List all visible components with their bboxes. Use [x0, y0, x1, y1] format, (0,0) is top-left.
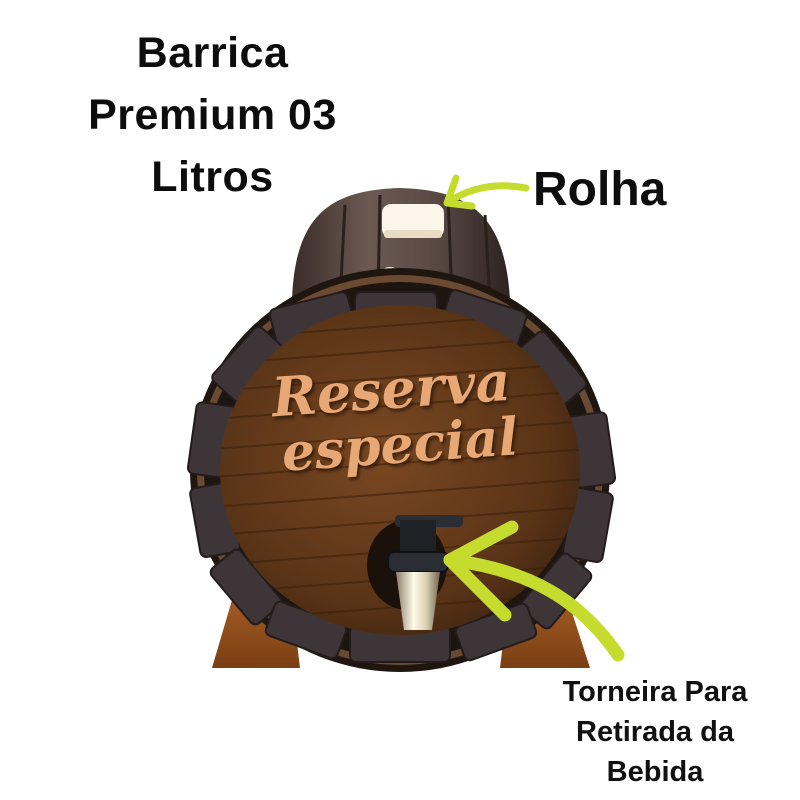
cork	[382, 204, 444, 238]
product-title: Barrica Premium 03 Litros	[40, 22, 385, 208]
tap	[367, 515, 463, 630]
tap-label: Torneira Para Retirada da Bebida	[530, 672, 780, 792]
arrow-to-tap	[443, 520, 625, 662]
product-title-line-2: Premium 03	[88, 91, 337, 139]
product-title-line-3: Litros	[151, 153, 274, 201]
tap-label-line-2: Retirada da	[576, 716, 734, 748]
tap-label-line-1: Torneira Para	[562, 676, 748, 708]
product-title-line-1: Barrica	[136, 29, 289, 77]
tap-label-line-3: Bebida	[606, 756, 704, 788]
arrow-to-cork	[443, 174, 530, 210]
engraving-logo: Reserva especial	[264, 349, 521, 484]
cork-label: Rolha	[533, 163, 667, 216]
